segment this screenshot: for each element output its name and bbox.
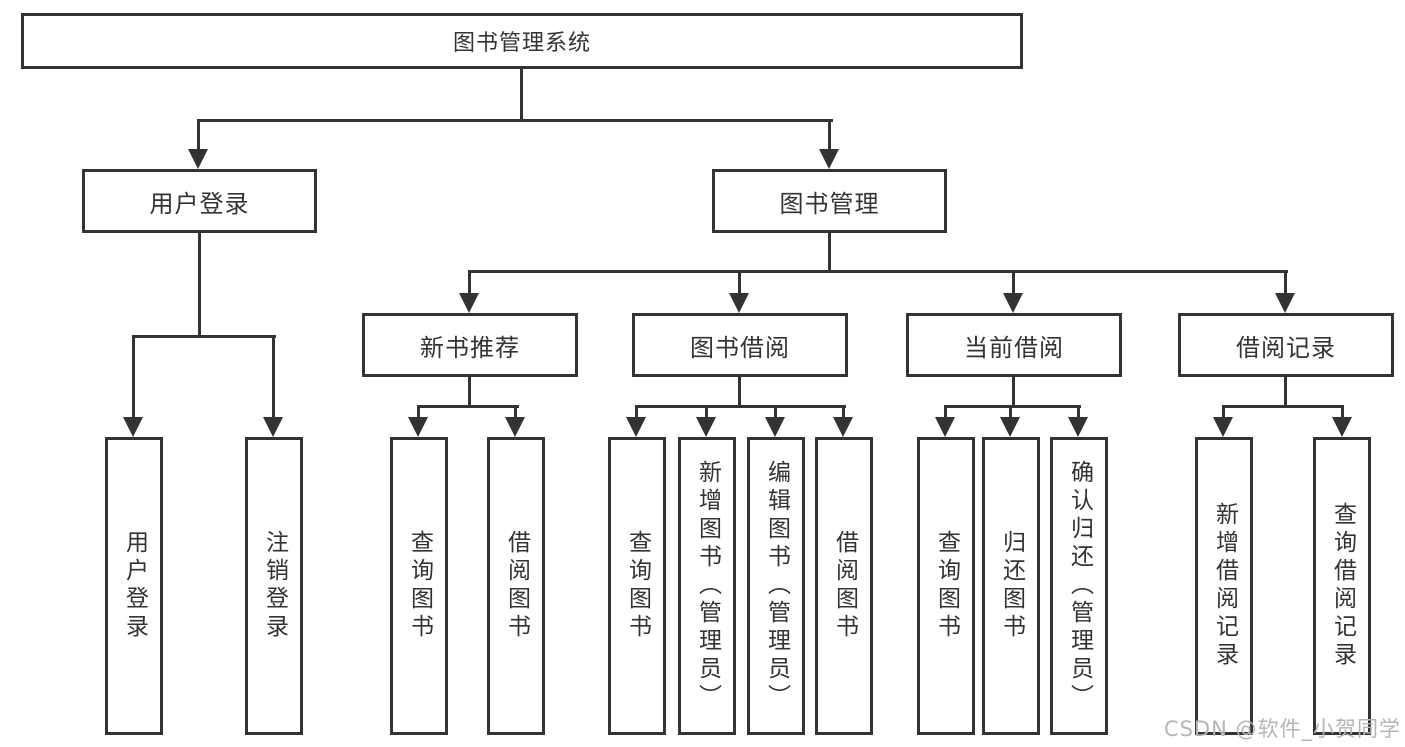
line-segment <box>1284 273 1287 295</box>
node-new-book-recommendation: 新书推荐 <box>362 313 578 377</box>
line-segment <box>520 69 523 122</box>
leaf-query-books-current: 查询图书 <box>917 437 975 735</box>
arrow-down-icon <box>408 417 428 437</box>
arrow-down-icon <box>505 417 525 437</box>
line-segment <box>468 377 471 408</box>
node-label: 查询图书 <box>624 530 651 642</box>
line-segment <box>1222 408 1225 417</box>
line-segment <box>1077 408 1080 417</box>
arrow-down-icon <box>1000 417 1020 437</box>
node-label: 图书管理系统 <box>452 31 591 56</box>
leaf-add-book-admin: 新增图书（管理员） <box>678 437 736 735</box>
line-segment <box>842 408 845 417</box>
line-segment <box>1341 408 1344 417</box>
line-segment <box>1222 405 1344 408</box>
line-segment <box>132 338 135 417</box>
node-label: 用户登录 <box>149 189 250 218</box>
node-user-login: 用户登录 <box>82 169 317 233</box>
node-label: 确认归还（管理员） <box>1066 460 1093 712</box>
arrow-down-icon <box>1003 293 1023 313</box>
line-segment <box>197 119 833 122</box>
node-label: 编辑图书（管理员） <box>763 460 790 712</box>
node-current-borrowing: 当前借阅 <box>906 313 1122 377</box>
line-segment <box>1012 377 1015 408</box>
leaf-query-borrow-record: 查询借阅记录 <box>1313 437 1371 735</box>
leaf-query-books-recommend: 查询图书 <box>390 437 448 735</box>
line-segment <box>738 273 741 295</box>
arrow-down-icon <box>1332 417 1352 437</box>
line-segment <box>738 377 741 408</box>
leaf-logout: 注销登录 <box>245 437 303 735</box>
arrow-down-icon <box>819 149 839 169</box>
arrow-down-icon <box>263 417 283 437</box>
node-label: 借阅记录 <box>1236 333 1336 362</box>
node-label: 借阅图书 <box>831 530 858 642</box>
node-book-borrowing: 图书借阅 <box>632 313 848 377</box>
line-segment <box>828 233 831 273</box>
arrow-down-icon <box>833 417 853 437</box>
arrow-down-icon <box>459 293 479 313</box>
arrow-down-icon <box>626 417 646 437</box>
line-segment <box>774 408 777 417</box>
node-label: 新书推荐 <box>420 333 520 362</box>
line-segment <box>828 122 831 152</box>
arrow-down-icon <box>123 417 143 437</box>
arrow-down-icon <box>729 293 749 313</box>
line-segment <box>1012 273 1015 295</box>
node-label: 新增图书（管理员） <box>694 460 721 712</box>
node-label: 归还图书 <box>998 530 1025 642</box>
line-segment <box>1284 377 1287 408</box>
line-segment <box>417 408 420 417</box>
leaf-query-books-borrowing: 查询图书 <box>608 437 666 735</box>
arrow-down-icon <box>765 417 785 437</box>
leaf-borrow-books-borrowing: 借阅图书 <box>815 437 873 735</box>
line-segment <box>705 408 708 417</box>
node-label: 图书管理 <box>779 189 880 218</box>
arrow-down-icon <box>696 417 716 437</box>
line-segment <box>197 122 200 152</box>
line-segment <box>1009 408 1012 417</box>
watermark: CSDN @软件_小贺同学 <box>1163 717 1401 741</box>
arrow-down-icon <box>1275 293 1295 313</box>
node-label: 新增借阅记录 <box>1211 502 1238 670</box>
node-label: 借阅图书 <box>503 530 530 642</box>
node-label: 当前借阅 <box>964 333 1064 362</box>
node-label: 查询图书 <box>406 530 433 642</box>
line-segment <box>635 408 638 417</box>
node-label: 查询图书 <box>933 530 960 642</box>
node-label: 用户登录 <box>121 530 148 642</box>
node-label: 图书借阅 <box>690 333 790 362</box>
node-library-management-system: 图书管理系统 <box>21 13 1023 69</box>
leaf-borrow-books-recommend: 借阅图书 <box>487 437 545 735</box>
line-segment <box>514 408 517 417</box>
line-segment <box>468 273 471 295</box>
node-borrowing-records: 借阅记录 <box>1178 313 1394 377</box>
leaf-edit-book-admin: 编辑图书（管理员） <box>747 437 805 735</box>
line-segment <box>468 270 1288 273</box>
leaf-user-login: 用户登录 <box>105 437 163 735</box>
node-book-management: 图书管理 <box>712 169 947 233</box>
line-segment <box>944 408 947 417</box>
line-segment <box>272 338 275 417</box>
arrow-down-icon <box>188 149 208 169</box>
leaf-add-borrow-record: 新增借阅记录 <box>1195 437 1253 735</box>
leaf-confirm-return-admin: 确认归还（管理员） <box>1050 437 1108 735</box>
node-label: 查询借阅记录 <box>1329 502 1356 670</box>
line-segment <box>198 233 201 338</box>
line-segment <box>635 405 846 408</box>
line-segment <box>132 335 276 338</box>
line-segment <box>417 405 519 408</box>
leaf-return-book: 归还图书 <box>982 437 1040 735</box>
arrow-down-icon <box>1068 417 1088 437</box>
arrow-down-icon <box>935 417 955 437</box>
arrow-down-icon <box>1213 417 1233 437</box>
node-label: 注销登录 <box>261 530 288 642</box>
line-segment <box>944 405 1081 408</box>
